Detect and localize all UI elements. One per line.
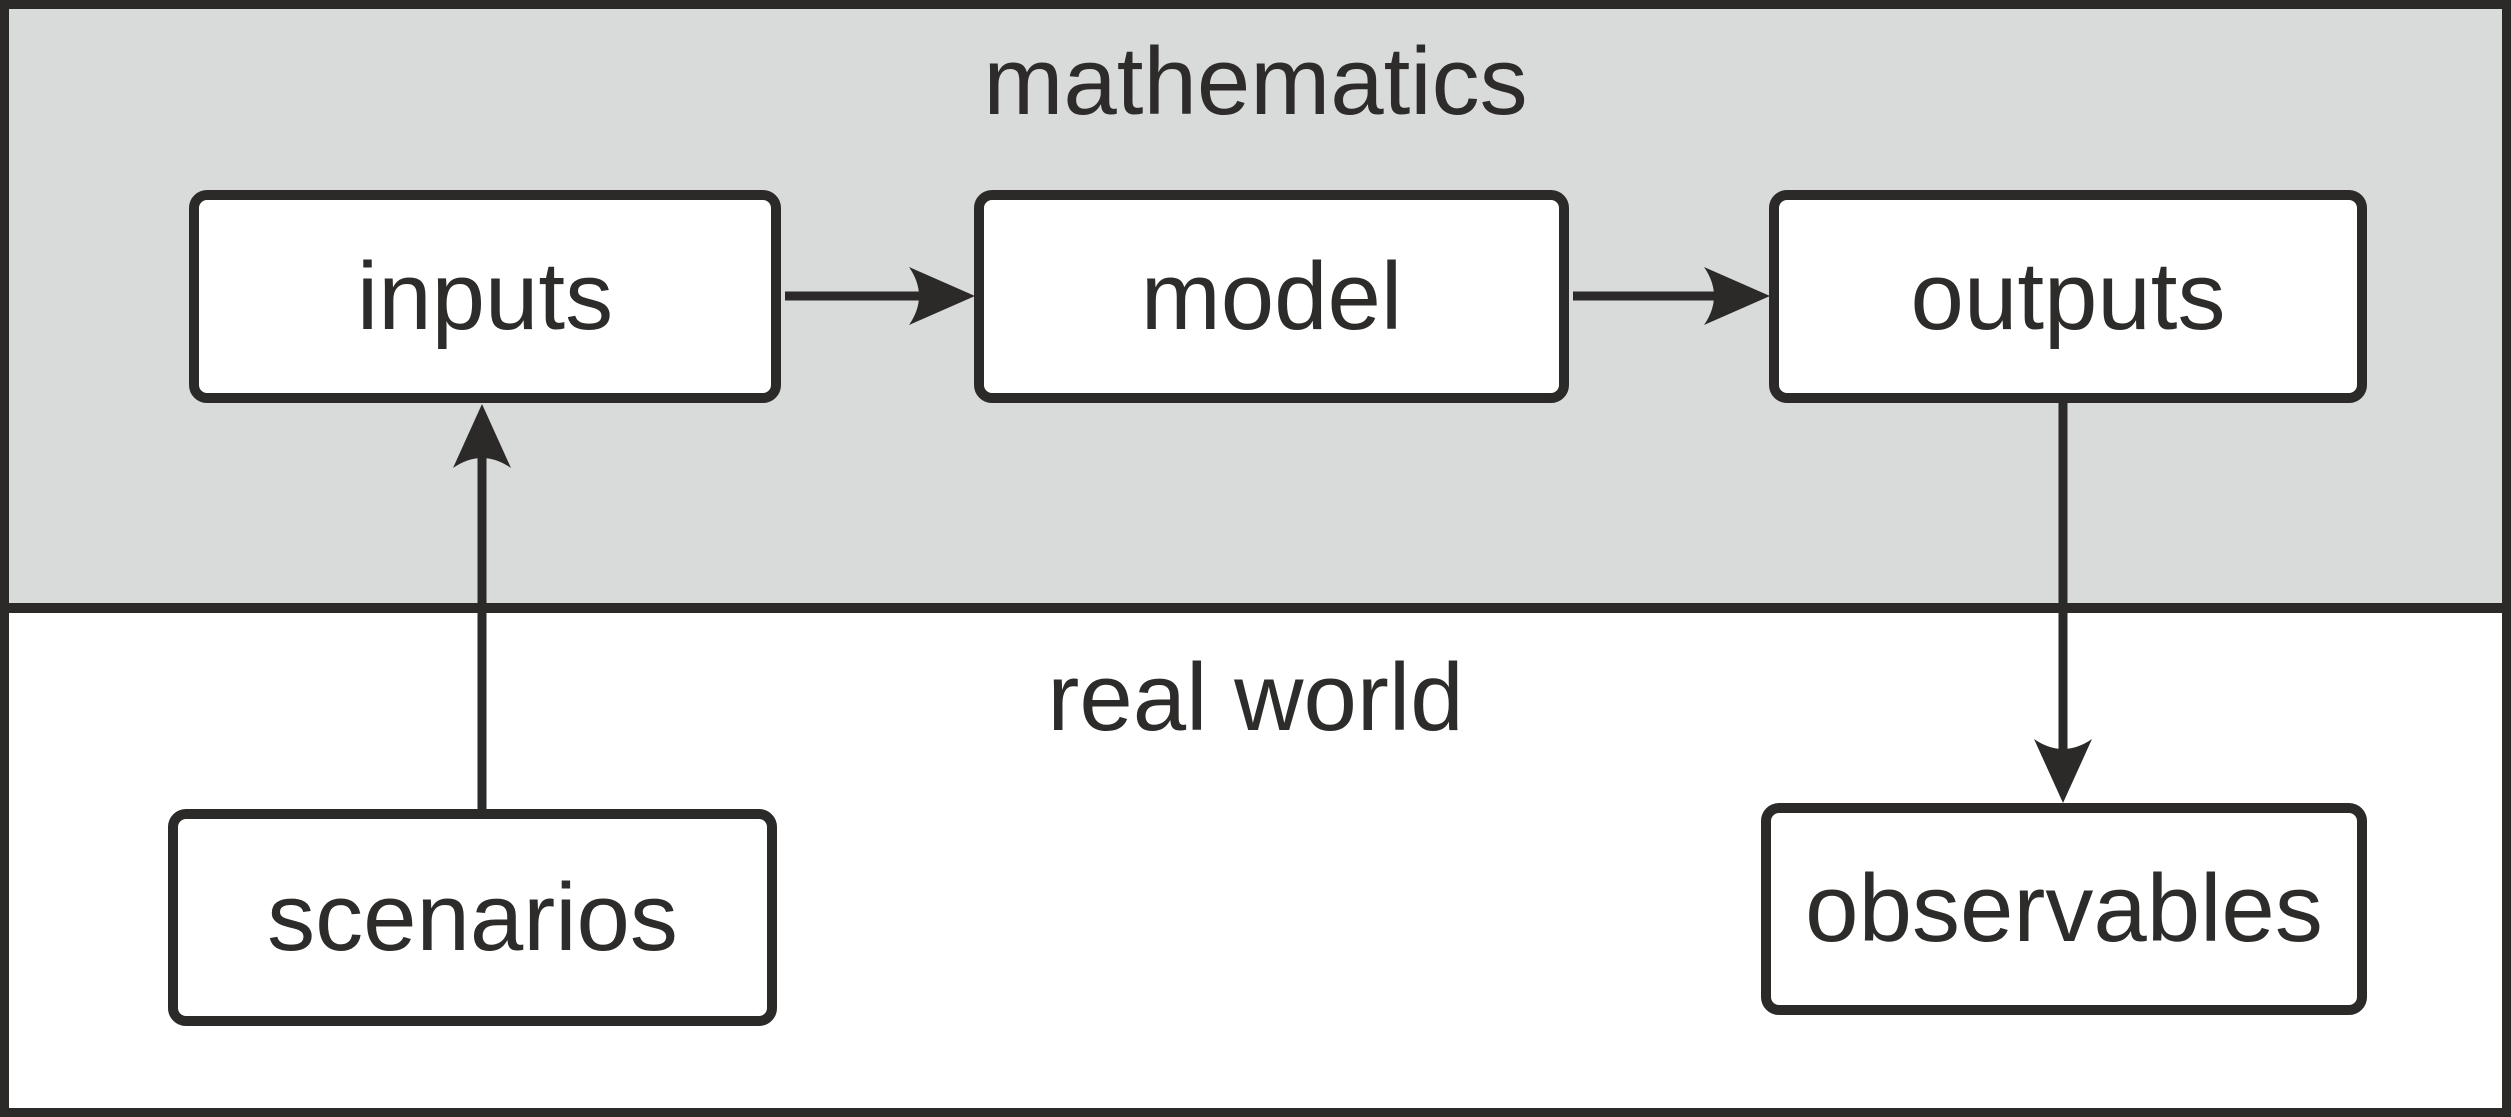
node-outputs-label: outputs bbox=[1910, 242, 2226, 350]
node-scenarios-label: scenarios bbox=[267, 863, 678, 971]
region-label-mathematics: mathematics bbox=[983, 28, 1528, 135]
region-label-real-world: real world bbox=[1047, 644, 1464, 751]
arrow-scenarios-to-inputs bbox=[453, 404, 511, 812]
node-observables: observables bbox=[1761, 803, 2367, 1015]
arrow-outputs-to-observables bbox=[2034, 400, 2092, 803]
node-model: model bbox=[974, 190, 1569, 403]
node-model-label: model bbox=[1140, 242, 1403, 350]
arrow-model-to-outputs bbox=[1573, 267, 1770, 325]
node-scenarios: scenarios bbox=[168, 809, 777, 1026]
node-inputs-label: inputs bbox=[356, 242, 614, 350]
node-observables-label: observables bbox=[1805, 855, 2323, 962]
region-divider-line bbox=[0, 603, 2511, 613]
node-inputs: inputs bbox=[189, 190, 781, 403]
node-outputs: outputs bbox=[1769, 190, 2367, 403]
arrow-inputs-to-model bbox=[785, 267, 975, 325]
